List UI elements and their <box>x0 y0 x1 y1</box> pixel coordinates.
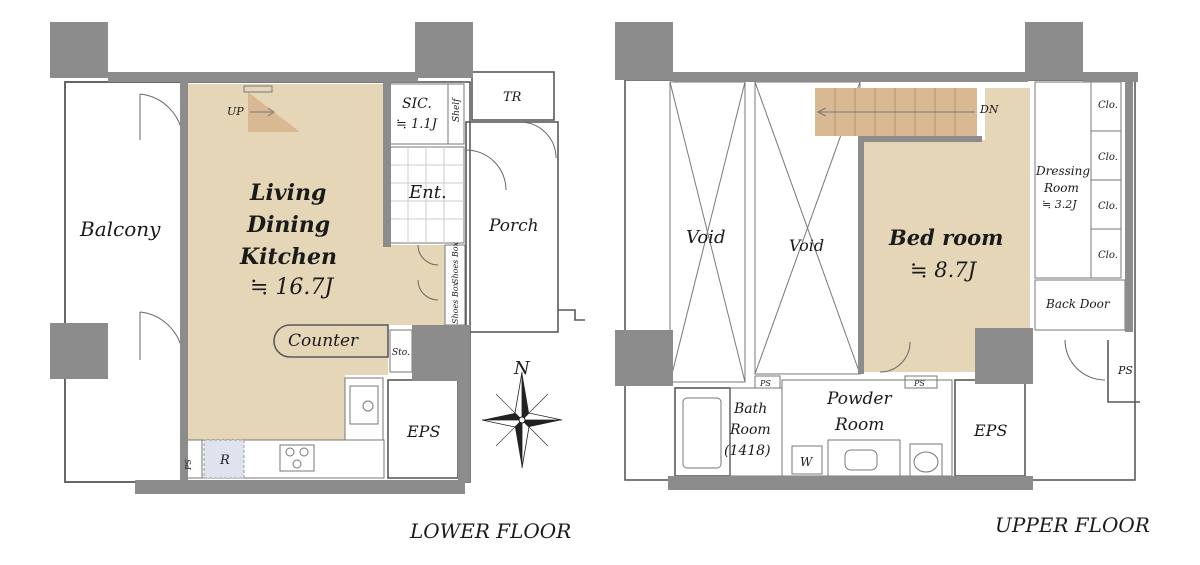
closet-label-1: Clo. <box>1098 100 1118 111</box>
ps-label-1: PS <box>759 379 771 388</box>
shelf <box>447 83 465 145</box>
ps-outside-label: PS <box>1117 364 1133 377</box>
bedroom-label: Bed room <box>888 225 1003 250</box>
dressing-label-line1: Dressing <box>1035 164 1090 178</box>
kitchen-side-counter <box>344 377 384 441</box>
upper-floor-caption: UPPER FLOOR <box>995 513 1150 537</box>
sink-drain <box>362 400 374 412</box>
porch-area <box>465 121 559 333</box>
eps-lower-label: EPS <box>406 422 440 441</box>
sic-storage <box>389 83 449 145</box>
ps-lower-label: PS <box>184 459 193 471</box>
sic-area: ≒ 1.1J <box>396 117 438 132</box>
bath-label-line3: (1418) <box>724 443 771 459</box>
tr-box <box>471 71 555 121</box>
refrigerator-space <box>203 439 245 479</box>
powder-label-line2: Room <box>834 415 884 435</box>
compass-north-label: N <box>513 358 531 379</box>
balcony-label: Balcony <box>79 217 161 241</box>
tr-label: TR <box>503 90 522 105</box>
counter <box>273 324 389 358</box>
bath-label-line1: Bath <box>733 401 767 417</box>
stair-up-label: UP <box>227 105 244 118</box>
powder-label-line1: Powder <box>826 389 892 409</box>
ldk-label-line1: Living <box>249 180 326 206</box>
balcony-area <box>64 81 184 483</box>
ps-small-lower <box>185 439 203 479</box>
ps-box-1 <box>754 375 781 389</box>
stair-down-label: DN <box>979 103 999 116</box>
toilet <box>909 443 943 477</box>
shoes-box-label-1: Shoes Box <box>451 281 460 324</box>
void-label-1: Void <box>686 227 725 248</box>
dressing-label-line2: Room <box>1043 181 1079 195</box>
closet-label-3: Clo. <box>1098 201 1118 212</box>
storage-label: Sto. <box>392 348 410 358</box>
washer-label: W <box>800 455 814 469</box>
ldk-label-line3: Kitchen <box>239 244 337 270</box>
ldk-floor <box>186 84 445 440</box>
bedroom-area: ≒ 8.7J <box>910 258 978 282</box>
column <box>412 325 470 381</box>
ps-label-2: PS <box>913 379 925 388</box>
ps-box-2 <box>904 375 938 389</box>
kitchen-stove <box>279 444 315 472</box>
column <box>415 22 473 78</box>
eps-upper-label: EPS <box>973 421 1007 440</box>
closet-label-4: Clo. <box>1098 250 1118 261</box>
shoes-box-label-2: Shoes Box <box>451 241 460 284</box>
entrance-label: Ent. <box>408 182 447 203</box>
closets <box>1090 81 1122 279</box>
counter-label: Counter <box>288 331 359 351</box>
column <box>50 22 108 78</box>
lower-floor-caption: LOWER FLOOR <box>409 519 571 543</box>
washer-space <box>791 445 823 475</box>
back-door-label: Back Door <box>1045 297 1111 311</box>
lower-floor-plan <box>50 22 585 494</box>
dressing-area: ≒ 3.2J <box>1042 198 1077 211</box>
shelf-label: Shelf <box>452 97 462 122</box>
dressing-room-floor <box>1034 81 1092 279</box>
sic-label: SIC. <box>402 96 432 112</box>
ldk-label-line2: Dining <box>246 212 330 238</box>
compass-rose <box>481 371 563 469</box>
column <box>50 323 108 379</box>
void-label-2: Void <box>789 236 824 255</box>
kitchen-sink <box>349 385 379 425</box>
bedroom-floor <box>862 88 1030 372</box>
refrigerator-label: R <box>219 453 230 468</box>
ldk-area: ≒ 16.7J <box>250 275 334 300</box>
upper-floor-plan <box>615 22 1140 490</box>
vanity <box>827 439 901 477</box>
closet-label-2: Clo. <box>1098 152 1118 163</box>
bath-label-line2: Room <box>729 422 771 438</box>
porch-label: Porch <box>488 216 539 236</box>
